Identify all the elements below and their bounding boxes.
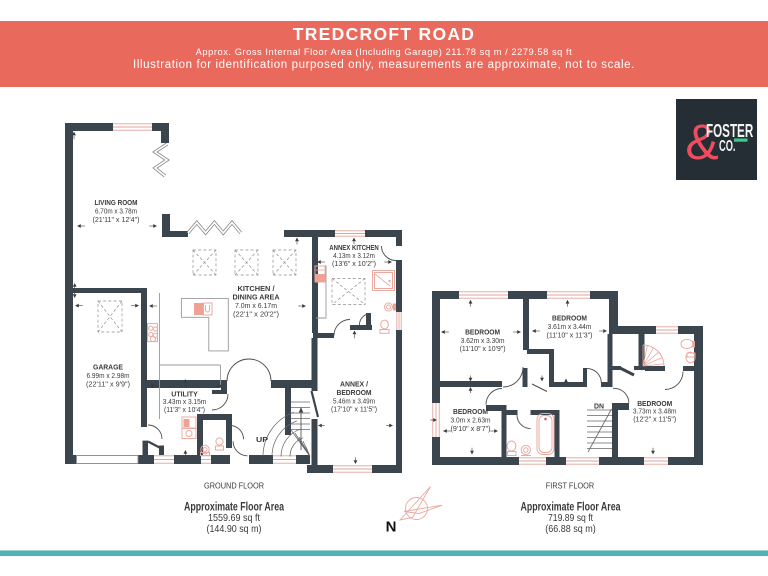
svg-text:(11'10" x 10'9"): (11'10" x 10'9") <box>460 344 506 353</box>
svg-text:FOSTER: FOSTER <box>706 121 753 141</box>
svg-text:1559.69 sq ft: 1559.69 sq ft <box>208 512 260 524</box>
svg-text:4.13m x 3.12m: 4.13m x 3.12m <box>333 251 375 260</box>
svg-text:(9'10" x 8'7"): (9'10" x 8'7") <box>451 424 491 433</box>
svg-text:BEDROOM: BEDROOM <box>637 399 672 408</box>
svg-text:FIRST FLOOR: FIRST FLOOR <box>546 481 594 491</box>
svg-text:(11'10" x 11'3"): (11'10" x 11'3") <box>547 330 593 339</box>
svg-text:(66.88 sq m): (66.88 sq m) <box>545 523 596 535</box>
svg-text:LIVING ROOM: LIVING ROOM <box>95 198 138 207</box>
svg-text:DINING AREA: DINING AREA <box>233 293 280 302</box>
svg-text:(22'11" x 9'9"): (22'11" x 9'9") <box>86 380 130 389</box>
svg-text:Approximate Floor Area: Approximate Floor Area <box>521 502 621 514</box>
svg-text:6.99m x 2.98m: 6.99m x 2.98m <box>87 371 130 380</box>
svg-text:Approximate Floor Area: Approximate Floor Area <box>184 502 284 514</box>
svg-text:BEDROOM: BEDROOM <box>552 314 587 323</box>
svg-text:&: & <box>685 114 718 170</box>
svg-text:(144.90 sq m): (144.90 sq m) <box>207 523 262 535</box>
svg-text:GROUND FLOOR: GROUND FLOOR <box>204 481 264 491</box>
svg-text:GARAGE: GARAGE <box>93 363 123 372</box>
svg-text:(12'2" x 11'5"): (12'2" x 11'5") <box>633 415 676 424</box>
svg-text:3.43m x 3.15m: 3.43m x 3.15m <box>163 397 206 406</box>
svg-text:(17'10" x 11'5"): (17'10" x 11'5") <box>331 405 377 414</box>
svg-text:BEDROOM: BEDROOM <box>465 327 500 336</box>
svg-text:BEDROOM: BEDROOM <box>337 388 372 397</box>
svg-text:UTILITY: UTILITY <box>171 390 198 399</box>
svg-text:KITCHEN /: KITCHEN / <box>238 284 275 293</box>
svg-text:3.61m x 3.44m: 3.61m x 3.44m <box>548 322 592 331</box>
svg-text:DN: DN <box>594 402 604 411</box>
svg-text:(13'6" x 10'2"): (13'6" x 10'2") <box>332 259 376 268</box>
svg-text:ANNEX KITCHEN: ANNEX KITCHEN <box>329 243 379 252</box>
svg-text:CO.: CO. <box>719 136 736 154</box>
svg-text:3.73m x 3.48m: 3.73m x 3.48m <box>633 407 677 416</box>
svg-text:6.70m x 3.78m: 6.70m x 3.78m <box>95 206 137 215</box>
svg-text:7.0m x 6.17m: 7.0m x 6.17m <box>235 301 277 310</box>
svg-text:719.89 sq ft: 719.89 sq ft <box>548 512 593 524</box>
svg-text:(11'3" x 10'4"): (11'3" x 10'4") <box>164 405 205 414</box>
svg-text:(22'1" x 20'2"): (22'1" x 20'2") <box>233 310 279 319</box>
svg-text:(21'11" x 12'4"): (21'11" x 12'4") <box>93 215 140 224</box>
svg-text:ANNEX /: ANNEX / <box>340 380 368 389</box>
svg-text:5.46m x 3.49m: 5.46m x 3.49m <box>333 396 375 405</box>
svg-text:UP: UP <box>256 435 268 444</box>
svg-text:3.62m x 3.30m: 3.62m x 3.30m <box>461 336 505 345</box>
svg-text:BEDROOM: BEDROOM <box>453 407 488 416</box>
svg-text:N: N <box>386 519 397 536</box>
svg-text:3.0m x 2.63m: 3.0m x 2.63m <box>451 416 491 425</box>
